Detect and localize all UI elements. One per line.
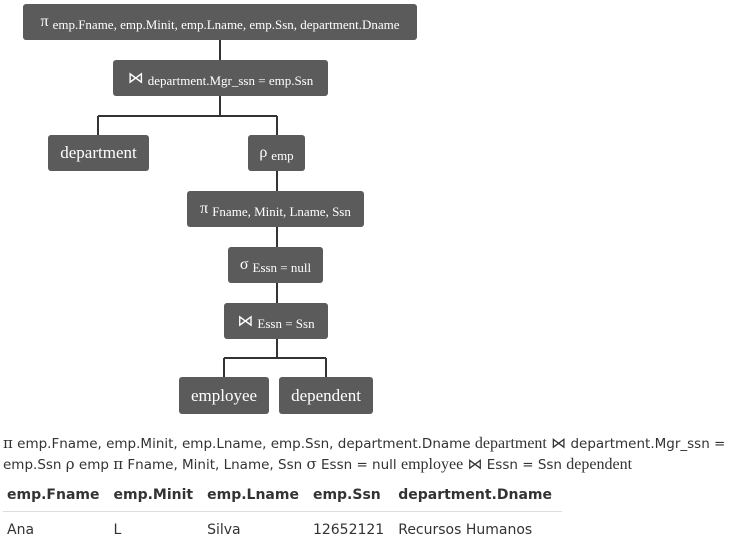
pi-symbol: π xyxy=(3,434,13,452)
expr-relation-dependent: dependent xyxy=(566,456,633,473)
relation-name: employee xyxy=(190,385,258,405)
expr-join-condition-inner: Essn = Ssn xyxy=(486,457,562,473)
column-header: emp.Fname xyxy=(3,483,110,512)
sigma-symbol: σ xyxy=(306,455,317,473)
expr-projection-attributes-inner: Fname, Minit, Lname, Ssn xyxy=(127,457,303,473)
column-header: emp.Lname xyxy=(203,483,309,512)
sigma-symbol: σ xyxy=(239,256,249,273)
rho-symbol: ρ xyxy=(65,455,75,473)
relation-name: dependent xyxy=(291,385,361,405)
table-row: Ana L Silva 12652121 Recursos Humanos xyxy=(3,512,562,543)
join-condition: Essn = Ssn xyxy=(257,316,315,331)
relational-algebra-expression: π emp.Fname, emp.Minit, emp.Lname, emp.S… xyxy=(3,433,738,475)
table-header-row: emp.Fname emp.Minit emp.Lname emp.Ssn de… xyxy=(3,483,562,512)
expr-projection-attributes: emp.Fname, emp.Minit, emp.Lname, emp.Ssn… xyxy=(17,436,471,452)
projection-attributes: emp.Fname, emp.Minit, emp.Lname, emp.Ssn… xyxy=(52,17,400,32)
join-condition: department.Mgr_ssn = emp.Ssn xyxy=(147,73,314,88)
pi-symbol: π xyxy=(200,200,209,217)
column-header: emp.Minit xyxy=(109,483,204,512)
projection-attributes: Fname, Minit, Lname, Ssn xyxy=(212,204,351,219)
node-rename[interactable]: ρ emp xyxy=(248,135,305,171)
node-selection[interactable]: σ Essn = null xyxy=(228,247,323,283)
node-projection-inner[interactable]: π Fname, Minit, Lname, Ssn xyxy=(187,191,364,227)
node-relation-department[interactable]: department xyxy=(48,135,149,171)
table-cell: Ana xyxy=(7,522,35,538)
node-projection-top[interactable]: π emp.Fname, emp.Minit, emp.Lname, emp.S… xyxy=(23,4,417,40)
table-cell: L xyxy=(113,522,122,538)
operator-tree-edges xyxy=(97,40,327,377)
expr-relation-department: department xyxy=(474,435,547,452)
join-symbol: ⋈ xyxy=(127,70,144,87)
join-symbol: ⋈ xyxy=(237,313,254,330)
join-symbol: ⋈ xyxy=(551,434,567,452)
column-header: department.Dname xyxy=(394,483,562,512)
expr-selection-condition: Essn = null xyxy=(321,457,397,473)
node-join-inner[interactable]: ⋈ Essn = Ssn xyxy=(224,303,328,339)
node-relation-employee[interactable]: employee xyxy=(179,377,269,414)
join-symbol: ⋈ xyxy=(467,455,483,473)
relation-name: department xyxy=(60,143,137,162)
rename-target: emp xyxy=(271,148,294,163)
rho-symbol: ρ xyxy=(259,144,268,161)
column-header: emp.Ssn xyxy=(308,483,395,512)
expr-rename-target: emp xyxy=(78,457,109,473)
expr-relation-employee: employee xyxy=(400,456,464,473)
table-cell: Recursos Humanos xyxy=(398,522,533,538)
pi-symbol: π xyxy=(113,455,124,473)
node-relation-dependent[interactable]: dependent xyxy=(279,377,373,414)
expr-join-condition: department.Mgr_ssn = emp.Ssn xyxy=(3,436,726,473)
pi-symbol: π xyxy=(40,13,49,30)
node-join-top[interactable]: ⋈ department.Mgr_ssn = emp.Ssn xyxy=(113,60,328,96)
table-cell: Silva xyxy=(207,522,241,538)
selection-condition: Essn = null xyxy=(252,260,312,275)
table-cell: 12652121 xyxy=(312,522,385,538)
result-table: emp.Fname emp.Minit emp.Lname emp.Ssn de… xyxy=(3,483,562,542)
